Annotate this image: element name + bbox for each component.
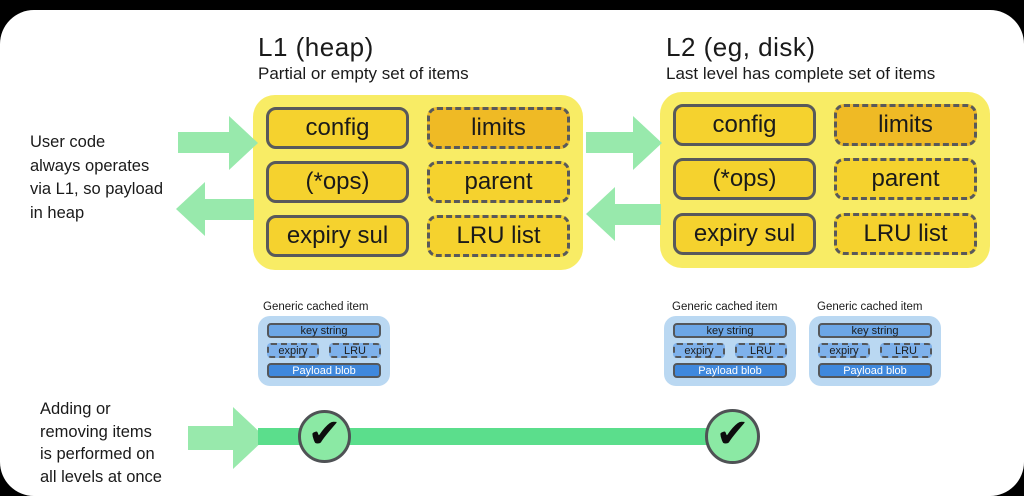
key-string-chip: key string (673, 323, 787, 338)
note-line: always operates (30, 156, 150, 175)
l1-subtitle: Partial or empty set of items (258, 64, 469, 83)
l2-container: config limits (*ops) parent expiry sul L… (660, 92, 990, 268)
note-line: removing items (40, 422, 152, 441)
cached-item-label: Generic cached item (672, 301, 778, 313)
arrow-l1-to-l2-icon (633, 116, 662, 170)
arrow-user-to-l1-icon (229, 116, 258, 170)
key-string-chip: key string (818, 323, 932, 338)
key-string-chip: key string (267, 323, 381, 338)
cached-item-card: key string expiry LRU Payload blob (664, 316, 796, 386)
lru-chip: LRU (329, 343, 381, 358)
l2-field-expiry-sul: expiry sul (673, 212, 816, 255)
l1-field-lru-list: LRU list (427, 215, 570, 257)
arrow-user-to-l1-body (178, 132, 230, 153)
arrow-sync-body (188, 426, 234, 450)
l1-field-config: config (266, 107, 409, 149)
l2-field-ops: (*ops) (673, 158, 816, 201)
cached-item-card: key string expiry LRU Payload blob (809, 316, 941, 386)
note-line: via L1, so payload (30, 180, 164, 198)
payload-blob-chip: Payload blob (673, 363, 787, 378)
check-icon: ✔ (715, 410, 750, 457)
cached-item-card: key string expiry LRU Payload blob (258, 316, 390, 386)
arrow-l1-to-l2-body (586, 132, 634, 153)
payload-blob-chip: Payload blob (267, 363, 381, 378)
l1-field-expiry-sul: expiry sul (266, 215, 409, 257)
arrow-l2-to-l1-body (614, 204, 661, 225)
l1-field-limits: limits (427, 107, 570, 149)
expiry-chip: expiry (818, 343, 870, 358)
note-line: User code (30, 133, 106, 151)
l2-title: L2 (eg, disk) (666, 32, 816, 62)
sync-note: Adding or removing items is performed on… (40, 398, 162, 488)
note-line: Adding or (40, 400, 111, 418)
check-circle-l2: ✔ (705, 409, 760, 464)
arrow-l2-to-l1-icon (586, 187, 615, 241)
cached-item-label: Generic cached item (263, 301, 369, 313)
payload-blob-chip: Payload blob (818, 363, 932, 378)
l2-subtitle: Last level has complete set of items (666, 64, 936, 83)
user-code-note: User code always operates via L1, so pay… (30, 131, 163, 225)
l2-field-lru-list: LRU list (834, 212, 977, 255)
note-line: all levels at once (40, 467, 162, 486)
check-circle-l1: ✔ (298, 410, 351, 463)
expiry-chip: expiry (673, 343, 725, 358)
lru-chip: LRU (735, 343, 787, 358)
l2-field-config: config (673, 104, 816, 146)
l1-field-ops: (*ops) (266, 161, 409, 203)
l1-container: config limits (*ops) parent expiry sul L… (253, 95, 583, 270)
l1-title: L1 (heap) (258, 32, 374, 62)
note-line: in heap (30, 203, 85, 222)
cached-item-label: Generic cached item (817, 301, 923, 313)
sync-bar (258, 428, 732, 445)
expiry-chip: expiry (267, 343, 319, 358)
note-line: is performed on (40, 445, 155, 463)
l2-field-parent: parent (834, 158, 977, 201)
l1-field-parent: parent (427, 161, 570, 203)
arrow-l1-to-user-icon (176, 182, 205, 236)
l2-field-limits: limits (834, 104, 977, 146)
check-icon: ✔ (307, 410, 342, 457)
arrow-l1-to-user-body (204, 199, 254, 220)
lru-chip: LRU (880, 343, 932, 358)
